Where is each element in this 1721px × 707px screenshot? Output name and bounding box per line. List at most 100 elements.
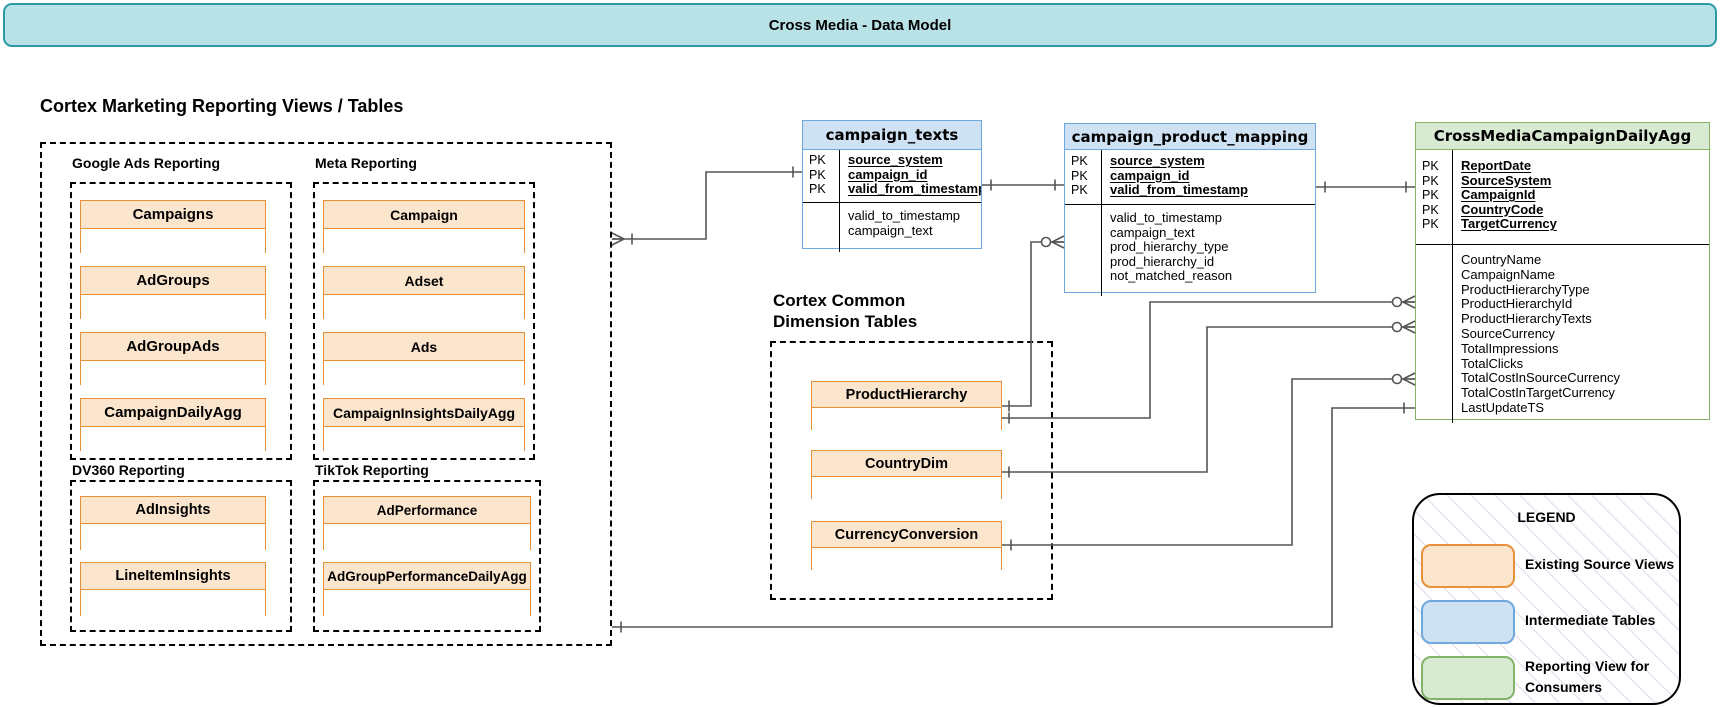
entity-adgroupads[interactable]: AdGroupAds [80, 332, 266, 387]
connector-mapping-to-crossmedia[interactable] [1316, 181, 1415, 193]
entity-campaigninsightsdailyagg[interactable]: CampaignInsightsDailyAgg [323, 398, 525, 453]
entity-adset-header: Adset [324, 267, 524, 295]
field-sourcesystem: SourceSystem [1461, 172, 1552, 188]
entity-countrydim[interactable]: CountryDim [811, 450, 1002, 501]
title-banner[interactable]: Cross Media - Data Model [3, 3, 1717, 47]
field-targetcurrency: TargetCurrency [1461, 216, 1557, 231]
field-producthierarchytexts: ProductHierarchyTexts [1461, 311, 1592, 327]
legend-label-1: Intermediate Tables [1525, 611, 1656, 628]
field-campaign_id: campaign_id [848, 166, 928, 182]
group-box-dv360[interactable] [70, 480, 292, 632]
group-box-tiktok[interactable] [313, 480, 541, 632]
entity-campaigndailyagg-body [81, 427, 265, 453]
entity-campaigns-header: Campaigns [81, 201, 265, 229]
dimension-tables-container[interactable] [770, 341, 1053, 600]
field-prod_hierarchy_id: prod_hierarchy_id [1110, 253, 1215, 269]
pk-tag: PK [1071, 183, 1088, 198]
legend-swatch-1 [1421, 600, 1515, 644]
field-source_system: source_system [1110, 153, 1205, 168]
pk-tag: PK [1422, 217, 1439, 231]
entity-campaigninsightsdailyagg-header: CampaignInsightsDailyAgg [324, 399, 524, 427]
cardinality-many-crowfoot [1402, 320, 1416, 334]
legend-title: LEGEND [1517, 509, 1576, 525]
connector-left-container-to-crossmedia[interactable] [612, 402, 1415, 633]
entity-campaign[interactable]: Campaign [323, 200, 525, 255]
entity-currencyconversion-header: CurrencyConversion [812, 522, 1001, 548]
entity-adgroupperformancedailyagg[interactable]: AdGroupPerformanceDailyAgg [323, 562, 531, 618]
entity-currencyconversion-body [812, 548, 1001, 572]
cardinality-many-crowfoot [1402, 295, 1416, 309]
connector-campaign-texts-to-mapping[interactable] [982, 179, 1064, 191]
field-reportdate: ReportDate [1461, 158, 1532, 173]
connector-producthierarchy-to-mapping[interactable] [1002, 235, 1065, 412]
entity-ads-header: Ads [324, 333, 524, 361]
pk-tag: PK [1071, 154, 1088, 168]
field-countrycode: CountryCode [1461, 201, 1544, 217]
diagram-title: Cross Media - Data Model [768, 16, 952, 34]
entity-campaigns[interactable]: Campaigns [80, 200, 266, 255]
group-box-google[interactable] [70, 182, 292, 460]
entity-adperformance[interactable]: AdPerformance [323, 496, 531, 552]
legend-label-2: Reporting View for Consumers [1525, 658, 1650, 695]
entity-adperformance-header: AdPerformance [324, 497, 530, 524]
entity-lineiteminsights-header: LineItemInsights [81, 563, 265, 590]
entity-producthierarchy-body [812, 408, 1001, 432]
table-campaign_product_mapping-title: campaign_product_mapping [1065, 124, 1315, 150]
connector-producthierarchy-to-crossmedia[interactable] [1002, 295, 1416, 424]
entity-lineiteminsights[interactable]: LineItemInsights [80, 562, 266, 618]
entity-ads[interactable]: Ads [323, 332, 525, 387]
group-box-meta[interactable] [313, 182, 535, 460]
entity-adgroups-header: AdGroups [81, 267, 265, 295]
entity-campaigndailyagg[interactable]: CampaignDailyAgg [80, 398, 266, 453]
entity-producthierarchy-header: ProductHierarchy [812, 382, 1001, 408]
entity-adgroups-body [81, 295, 265, 321]
entity-adinsights[interactable]: AdInsights [80, 496, 266, 552]
connector-currencyconversion-to-crossmedia[interactable] [1002, 372, 1416, 551]
field-lastupdatets: LastUpdateTS [1461, 399, 1545, 415]
group-label-google: Google Ads Reporting [72, 155, 221, 171]
marketing-reporting-container[interactable] [40, 142, 612, 646]
entity-adgroupads-body [81, 361, 265, 387]
pk-tag: PK [1422, 202, 1439, 217]
dimension-title-line1: Cortex Common [773, 291, 906, 310]
entity-adgroupperformancedailyagg-body [324, 590, 530, 618]
table-campaign_texts-title: campaign_texts [803, 121, 981, 150]
entity-adgroups[interactable]: AdGroups [80, 266, 266, 321]
field-valid_to_timestamp: valid_to_timestamp [1110, 210, 1222, 225]
pk-tag: PK [1422, 159, 1439, 173]
cardinality-many-crowfoot [611, 232, 625, 246]
entity-adset[interactable]: Adset [323, 266, 525, 321]
dimension-title-line2: Dimension Tables [773, 312, 918, 331]
pk-tag: PK [1422, 173, 1439, 188]
connector-countrydim-to-crossmedia[interactable] [1002, 320, 1416, 478]
field-campaignname: CampaignName [1461, 266, 1555, 282]
entity-adset-body [324, 295, 524, 321]
entity-adgroupperformancedailyagg-header: AdGroupPerformanceDailyAgg [324, 563, 530, 590]
entity-producthierarchy[interactable]: ProductHierarchy [811, 381, 1002, 432]
field-valid_from_timestamp: valid_from_timestamp [848, 181, 981, 197]
cardinality-zero-circle [1040, 236, 1052, 248]
connector-left-container-to-campaign-texts[interactable] [611, 166, 802, 246]
field-campaign_text: campaign_text [1110, 224, 1195, 240]
entity-currencyconversion[interactable]: CurrencyConversion [811, 521, 1002, 572]
cardinality-many-crowfoot [1402, 372, 1416, 386]
entity-adinsights-body [81, 524, 265, 552]
cardinality-zero-circle [1391, 373, 1403, 385]
legend-swatch-2 [1421, 656, 1515, 700]
pk-tag: PK [1071, 168, 1088, 183]
table-cross_media-body-spacer [1416, 245, 1452, 423]
entity-countrydim-body [812, 477, 1001, 501]
legend-label-0: Existing Source Views [1525, 555, 1675, 572]
